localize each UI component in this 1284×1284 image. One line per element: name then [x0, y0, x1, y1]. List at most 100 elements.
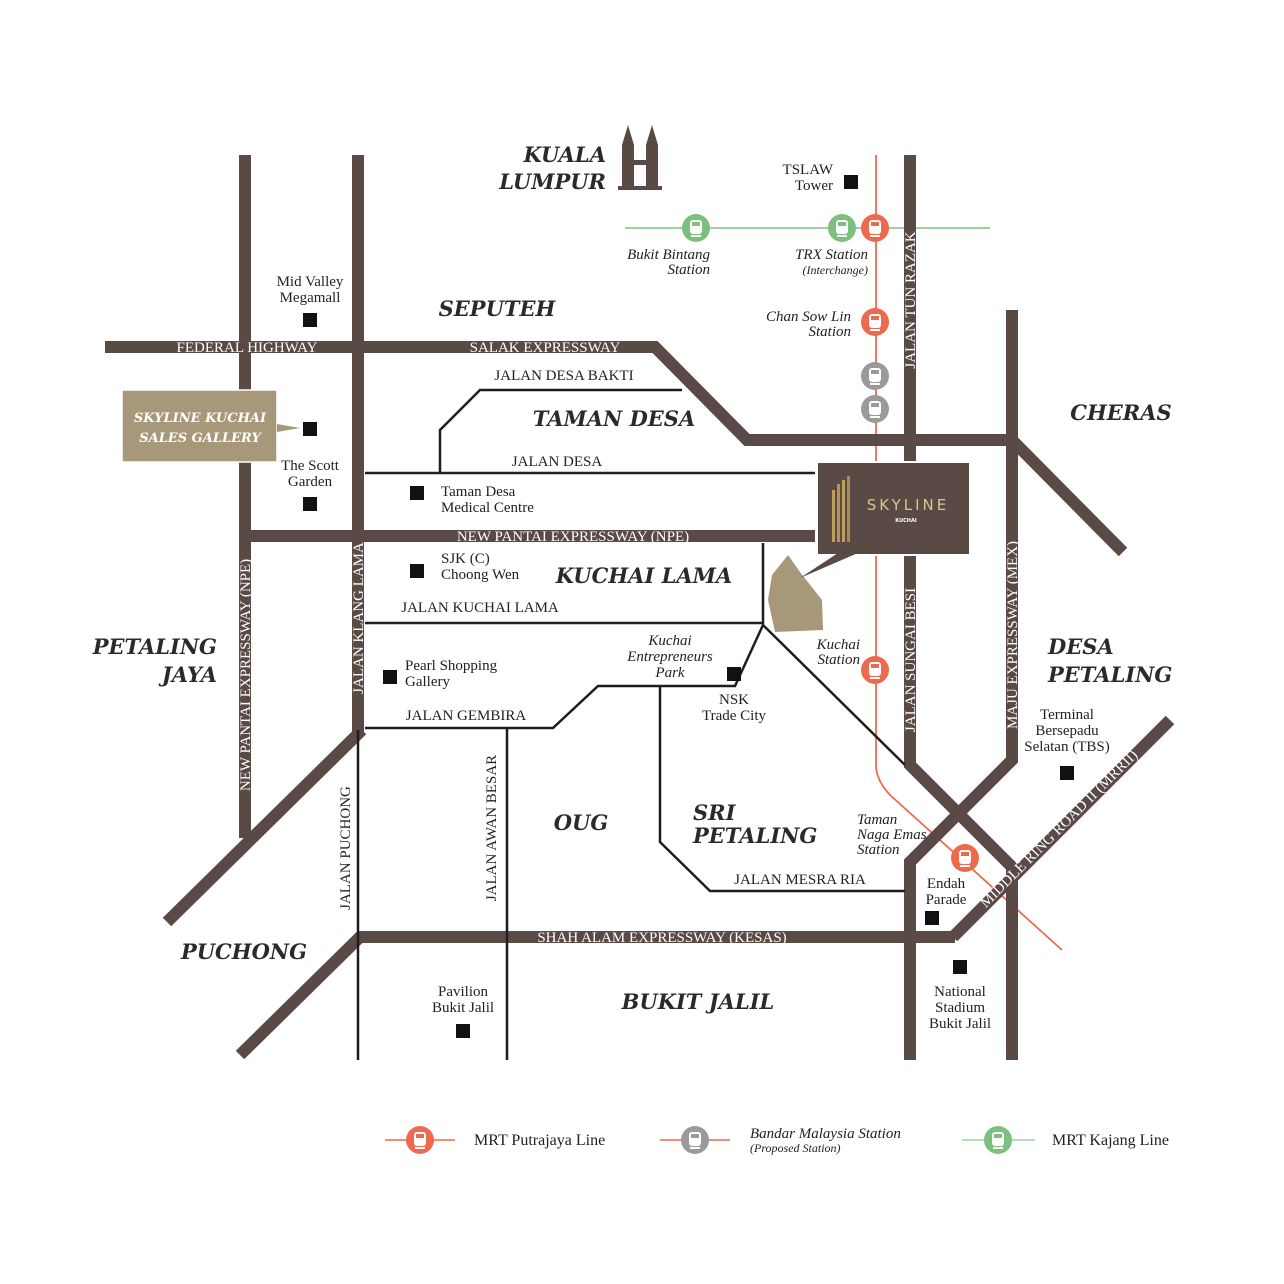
road-kesas: SHAH ALAM EXPRESSWAY (KESAS) [537, 930, 786, 946]
area-kuchai-lama: KUCHAI LAMA [555, 563, 732, 588]
sales-gallery-callout[interactable]: SKYLINE KUCHAI SALES GALLERY [121, 389, 300, 463]
svg-text:Gallery: Gallery [405, 674, 450, 690]
svg-text:TSLAW: TSLAW [783, 162, 834, 178]
legend-kajang-icon [984, 1126, 1012, 1154]
landmark-pearl: Pearl Shopping Gallery [405, 658, 498, 690]
landmark-kuchai-entrepreneurs-park: Kuchai Entrepreneurs Park [626, 633, 713, 681]
svg-text:Chan Sow Lin: Chan Sow Lin [766, 309, 851, 325]
sales-gallery-label: SALES GALLERY [139, 431, 262, 446]
landmark-markers [303, 175, 1074, 1038]
road-desa-bakti: JALAN DESA BAKTI [494, 368, 633, 384]
station-naga-emas-icon [951, 844, 979, 872]
svg-text:Taman Desa: Taman Desa [441, 484, 516, 500]
landmark-scott-garden: The Scott Garden [281, 458, 340, 490]
svg-text:Tower: Tower [795, 178, 833, 194]
station-bandar-malaysia-icon [861, 362, 889, 390]
road-awan-besar: JALAN AWAN BESAR [484, 755, 500, 901]
svg-text:Bersepadu: Bersepadu [1035, 723, 1099, 739]
skyline-sub: KUCHAI [895, 518, 917, 524]
svg-text:Megamall: Megamall [280, 290, 341, 306]
svg-text:Choong Wen: Choong Wen [441, 567, 520, 583]
svg-text:Taman: Taman [857, 812, 897, 828]
landmark-sjk: SJK (C) Choong Wen [441, 551, 520, 583]
svg-text:Station: Station [857, 842, 900, 858]
svg-text:Parade: Parade [926, 892, 967, 908]
putrajaya-line [875, 155, 1063, 951]
local-roads [356, 388, 906, 1060]
skyline-kuchai-callout[interactable]: SKYLINE KUCHAI [800, 461, 971, 578]
svg-text:TRX Station: TRX Station [795, 247, 868, 263]
station-label-naga-emas: Taman Naga Emas Station [856, 812, 927, 858]
road-mex: MAJU EXPRESSWAY (MEX) [1005, 541, 1021, 729]
svg-text:(Interchange): (Interchange) [802, 263, 868, 277]
svg-text:Station: Station [808, 324, 851, 340]
road-sungai-besi: JALAN SUNGAI BESI [903, 588, 919, 732]
area-sri-petaling: PETALING [692, 823, 817, 848]
landmark-mid-valley: Mid Valley Megamall [277, 274, 344, 306]
skyline-logo-icon [832, 476, 850, 542]
landmark-tslaw: TSLAW Tower [783, 162, 834, 194]
road-puchong: JALAN PUCHONG [338, 786, 354, 910]
legend-bandar-sub: (Proposed Station) [750, 1141, 841, 1155]
svg-text:Kuchai: Kuchai [816, 637, 860, 653]
station-label-kuchai: Kuchai Station [816, 637, 860, 668]
area-bukit-jalil: BUKIT JALIL [621, 989, 775, 1014]
svg-text:Bukit Jalil: Bukit Jalil [432, 1000, 494, 1016]
svg-text:Station: Station [817, 652, 860, 668]
landmark-tbs: Terminal Bersepadu Selatan (TBS) [1024, 707, 1109, 755]
legend-bandar-label: Bandar Malaysia Station [750, 1126, 901, 1142]
area-sri-petaling: SRI [693, 800, 737, 825]
svg-text:Terminal: Terminal [1040, 707, 1094, 723]
landmark-taman-desa-medical: Taman Desa Medical Centre [441, 484, 534, 516]
station-label-trx: TRX Station (Interchange) [795, 247, 868, 277]
legend-putrajaya-icon [406, 1126, 434, 1154]
station-label-chan-sow-lin: Chan Sow Lin Station [766, 309, 851, 340]
sales-gallery-pointer [277, 424, 300, 432]
area-taman-desa: TAMAN DESA [533, 406, 696, 431]
landmark-national-stadium: National Stadium Bukit Jalil [929, 984, 991, 1032]
station-kuchai-icon [861, 656, 889, 684]
svg-text:National: National [934, 984, 986, 1000]
svg-text:Naga Emas: Naga Emas [856, 827, 927, 843]
sales-gallery-label: SKYLINE KUCHAI [134, 411, 267, 426]
svg-text:Entrepreneurs: Entrepreneurs [626, 649, 713, 665]
landmark-pavilion-bukit-jalil: Pavilion Bukit Jalil [432, 984, 494, 1016]
area-seputeh: SEPUTEH [439, 296, 557, 321]
area-oug: OUG [554, 810, 609, 835]
road-kuchai-lama: JALAN KUCHAI LAMA [401, 600, 559, 616]
station-icons [682, 214, 979, 872]
road-salak: SALAK EXPRESSWAY [470, 340, 621, 356]
area-puchong: PUCHONG [180, 939, 307, 964]
station-label-bukit-bintang: Bukit Bintang Station [627, 247, 710, 278]
svg-text:Trade City: Trade City [702, 708, 767, 724]
svg-text:Mid Valley: Mid Valley [277, 274, 344, 290]
station-chan-sow-lin-icon [861, 308, 889, 336]
svg-text:Pavilion: Pavilion [438, 984, 489, 1000]
road-desa: JALAN DESA [512, 454, 603, 470]
landmark-endah-parade: Endah Parade [926, 876, 967, 908]
legend-bandar-icon [681, 1126, 709, 1154]
svg-text:The Scott: The Scott [281, 458, 340, 474]
road-gembira: JALAN GEMBIRA [406, 708, 527, 724]
area-kuala-lumpur: LUMPUR [498, 169, 606, 194]
svg-text:Medical Centre: Medical Centre [441, 500, 534, 516]
svg-text:Station: Station [667, 262, 710, 278]
station-bukit-bintang-icon [682, 214, 710, 242]
road-npe-vertical: NEW PANTAI EXPRESSWAY (NPE) [238, 559, 254, 791]
svg-text:Park: Park [654, 665, 685, 681]
area-petaling-jaya: JAYA [158, 662, 217, 687]
svg-text:Stadium: Stadium [935, 1000, 985, 1016]
area-desa-petaling: DESA [1047, 634, 1114, 659]
road-federal-highway: FEDERAL HIGHWAY [177, 340, 318, 356]
road-klang-lama: JALAN KLANG LAMA [351, 542, 367, 694]
svg-text:Bukit Jalil: Bukit Jalil [929, 1016, 991, 1032]
svg-text:Endah: Endah [927, 876, 966, 892]
road-tun-razak: JALAN TUN RAZAK [903, 231, 919, 368]
project-site-plot [768, 555, 823, 632]
road-npe: NEW PANTAI EXPRESSWAY (NPE) [457, 529, 689, 545]
station-trx-kajang-icon [828, 214, 856, 242]
svg-text:NSK: NSK [719, 692, 749, 708]
skyline-pointer [800, 553, 858, 578]
petronas-towers-icon [618, 125, 662, 190]
svg-text:Pearl Shopping: Pearl Shopping [405, 658, 498, 674]
